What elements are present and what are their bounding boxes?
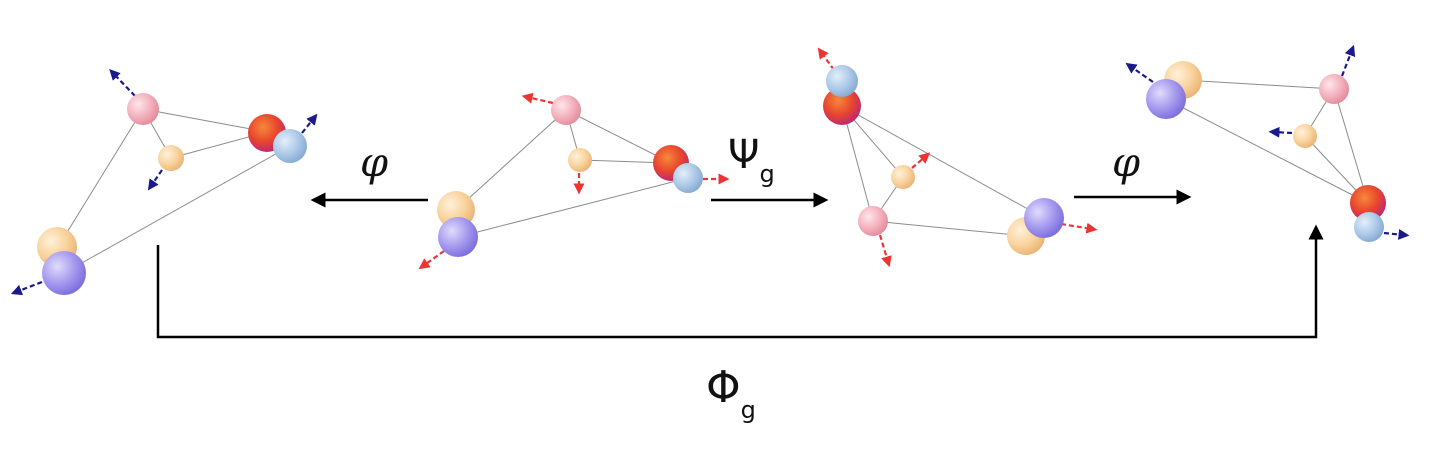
atom-red [823,87,861,125]
label-bottom-map-symbol: Φ [706,362,741,413]
molecule-right [1125,44,1410,242]
atom-light-blue [1354,212,1384,242]
atom-light-blue [673,163,703,193]
label-bottom-map: Φg [706,362,756,424]
atom-light-blue [273,129,307,163]
molecule-left-vectors [10,69,318,296]
label-mid-map-symbol: Ψ [728,132,760,178]
label-left-map: φ [360,140,389,186]
atom-red [1350,185,1386,221]
atom-purple [42,251,86,295]
arrow-bottom-map [156,224,1324,339]
atom-purple [1146,79,1186,119]
molecule-center [418,92,730,270]
molecule-left [10,69,318,296]
mapping-arrows [156,189,1324,339]
atom-light-blue [826,65,858,97]
atom-yellow [891,165,915,189]
atom-purple [438,217,478,257]
atom-pink [1319,74,1349,104]
molecule-center-vectors [418,92,730,270]
label-right-map: φ [1112,140,1141,186]
atom-yellow [1293,124,1317,148]
molecule-center-edges [455,109,689,238]
atom-pink [127,93,159,125]
label-bottom-map-subscript: g [740,396,756,424]
atom-yellow [158,145,184,171]
molecule-right-vectors [1125,44,1410,240]
label-mid-map-subscript: g [759,160,775,188]
atom-yellow [568,148,592,172]
atom-pink [551,95,581,125]
atom-pink [858,206,888,236]
molecule-right-center [817,47,1098,268]
atom-purple [1024,198,1064,238]
label-mid-map: Ψg [728,132,775,188]
molecule-right-center-vectors [817,47,1098,268]
